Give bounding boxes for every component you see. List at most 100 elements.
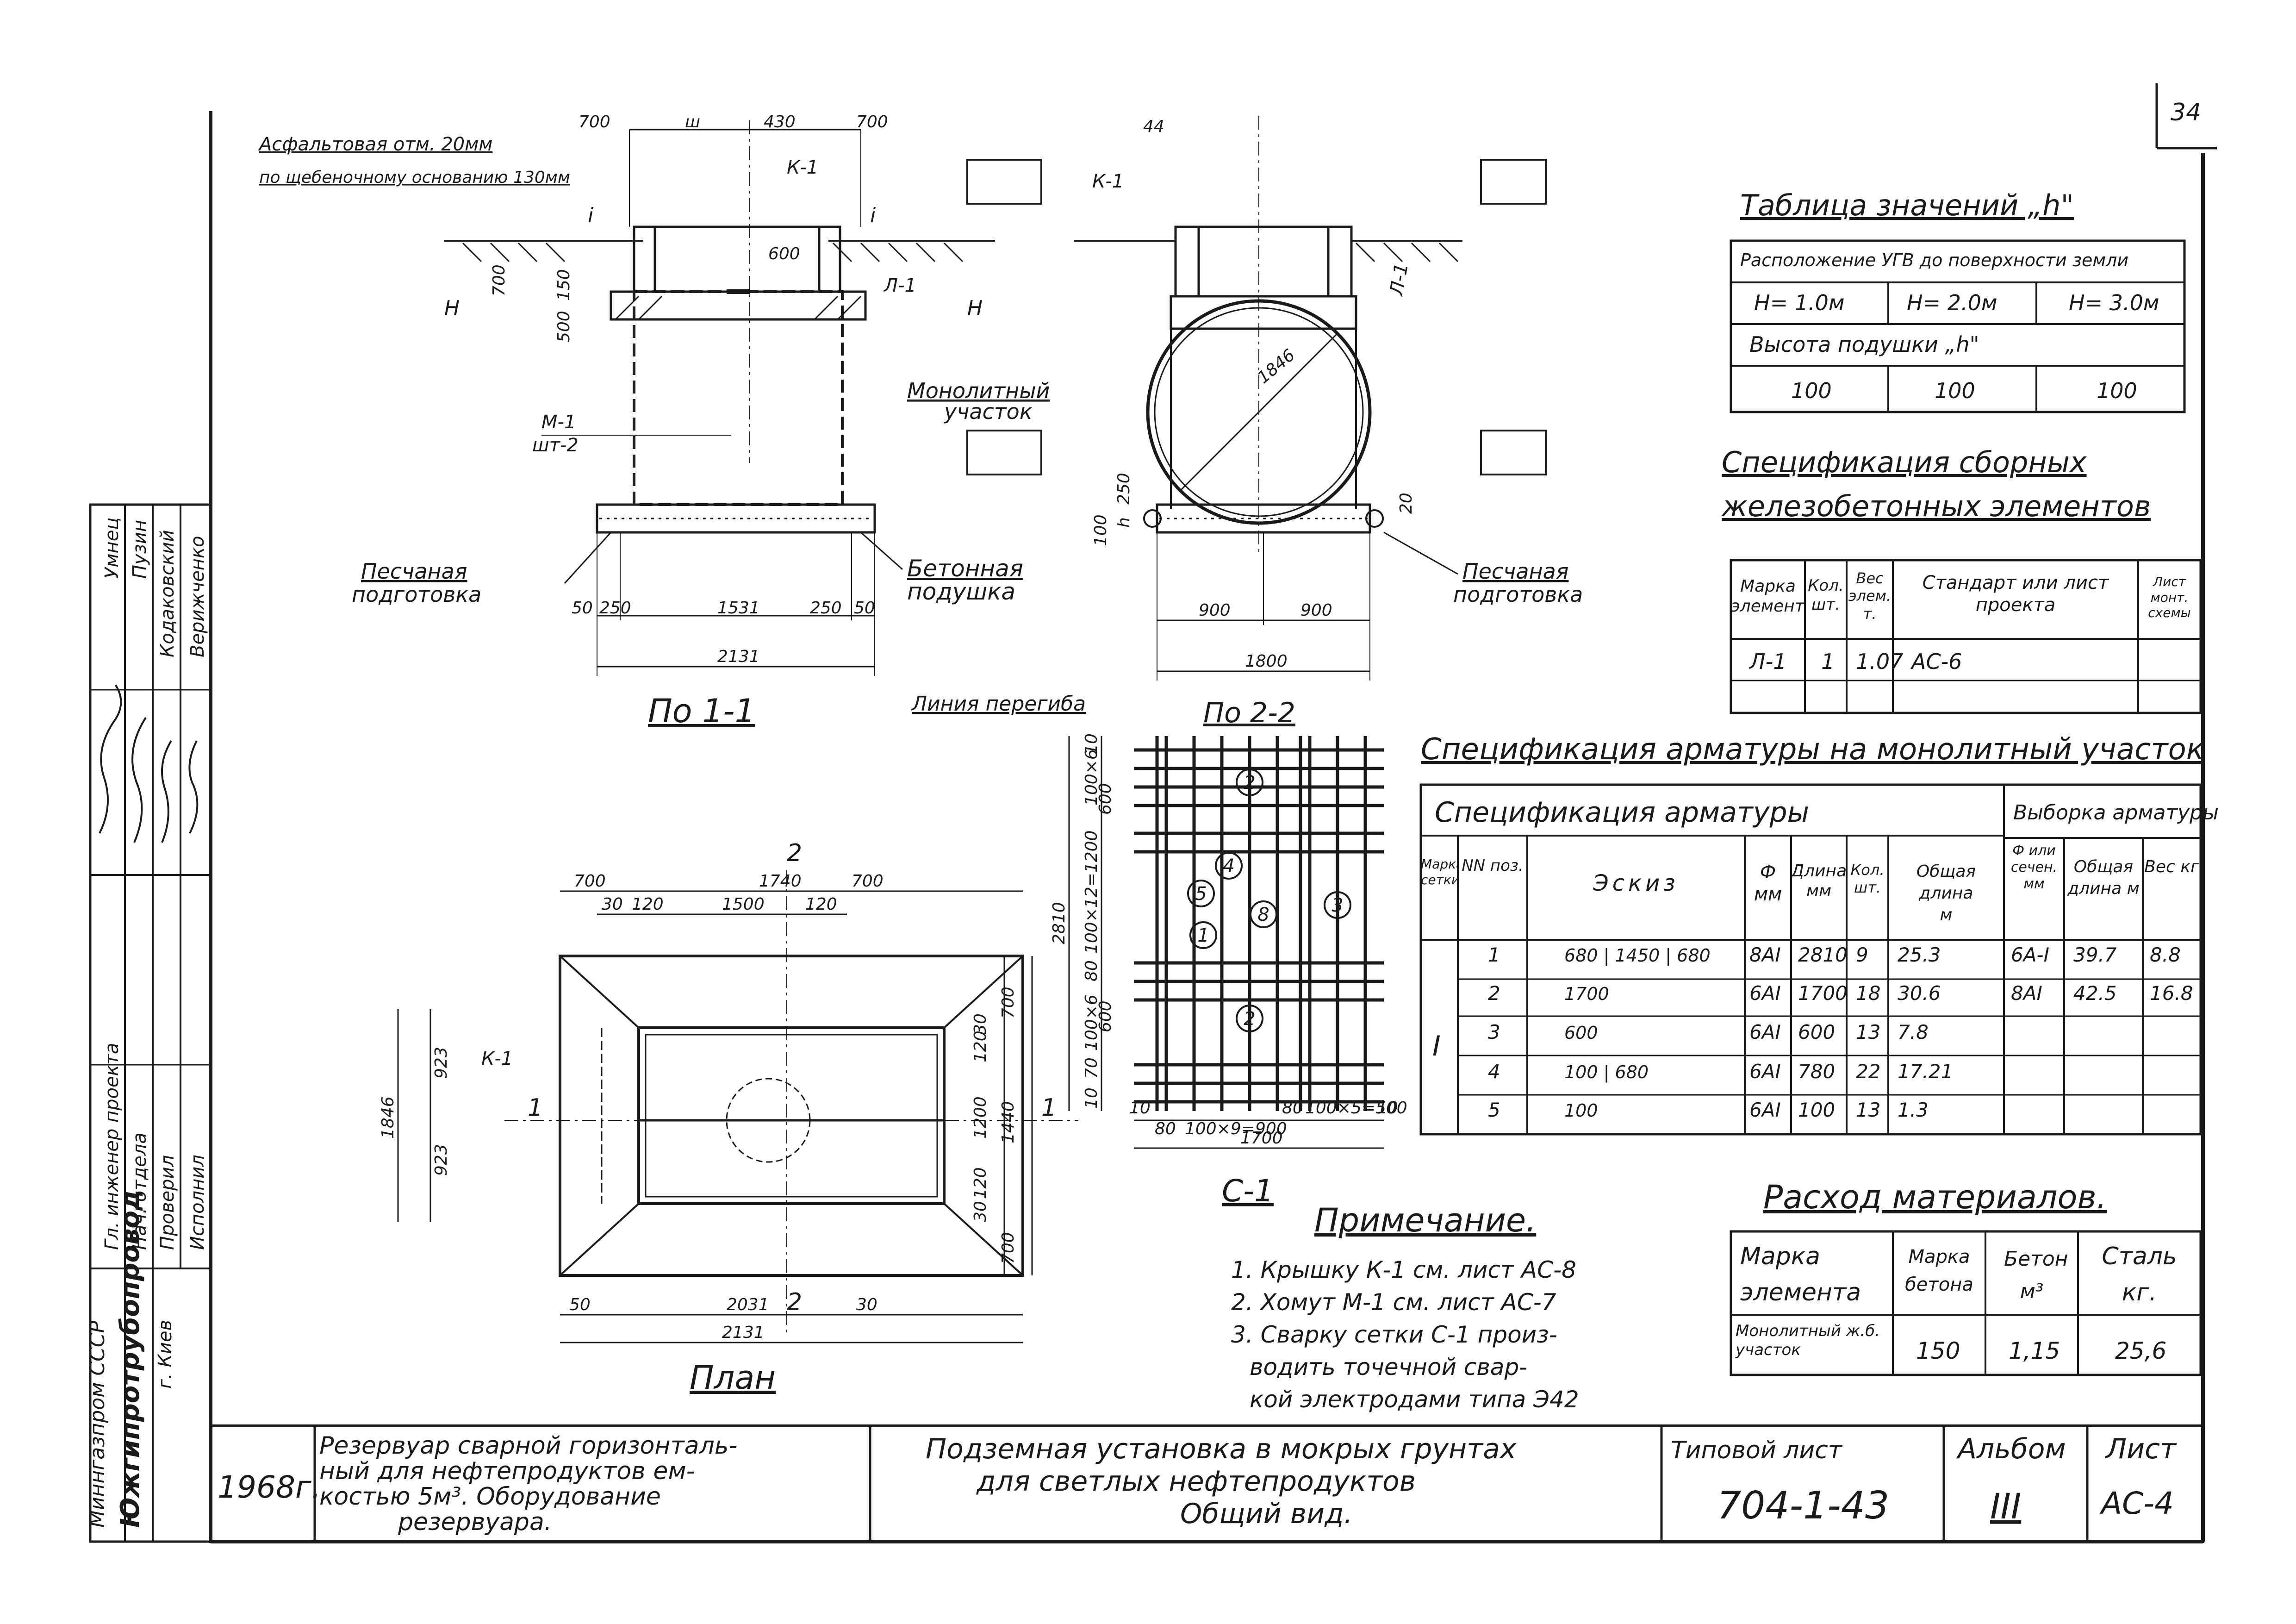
spec-precast-std: АС-6 <box>1910 649 1962 674</box>
spec-rebar-sketch-4: 100 | 680 <box>1564 1062 1649 1083</box>
plan-cut-2-top: 2 <box>787 839 802 867</box>
s11-label-m1: М-1 <box>541 412 576 433</box>
s22-label-sand-1: Песчаная <box>1462 559 1568 584</box>
spec-precast-h1: Марка элемента <box>1731 577 1805 616</box>
spec-rebar-pos-1: 1 <box>1488 943 1500 966</box>
s11-label-h-right: Н <box>967 296 983 320</box>
title-object-3: костью 5м³. Оборудование <box>319 1483 661 1511</box>
s11-label-concrete-1: Бетонная <box>907 555 1023 582</box>
materials-h2: Марка бетона <box>1905 1246 1973 1295</box>
plan-cut-2-bottom: 2 <box>787 1288 802 1316</box>
spec-rebar-qty-5: 13 <box>1856 1099 1880 1121</box>
plan-cut-1-right: 1 <box>1041 1094 1057 1122</box>
table-h-sub: Высота подушки „h" <box>1749 332 1979 357</box>
spec-rebar-qty-1: 9 <box>1856 943 1868 966</box>
stamp-role-2: Нач. отдела <box>129 1132 150 1250</box>
spec-rebar-sel-len-2: 42.5 <box>2073 982 2117 1005</box>
spec-rebar-group-1: Спецификация арматуры <box>1435 796 1809 829</box>
stamp-role-3: Проверил <box>157 1155 178 1250</box>
title-standard-label: Типовой лист <box>1671 1437 1843 1464</box>
spec-rebar-h-len: Длина мм <box>1791 862 1847 901</box>
spec-rebar-h-mark: Марка сетки <box>1421 856 1458 887</box>
spec-rebar-len-5: 100 <box>1798 1099 1835 1121</box>
spec-rebar-h-qty: Кол. шт. <box>1850 861 1885 897</box>
spec-rebar-d-4: 6АI <box>1749 1060 1781 1083</box>
mesh-bend-line: Линия перегиба <box>911 692 1086 716</box>
title-object-4: резервуара. <box>398 1508 552 1536</box>
plan-view: 2 2 1 1 К-1 700 1740 700 30 120 1500 120… <box>379 839 1078 1397</box>
table-h-val-2: 100 <box>1935 378 1975 403</box>
spec-rebar-total-2: 30.6 <box>1898 982 1941 1005</box>
spec-precast-qty: 1 <box>1821 649 1835 674</box>
spec-rebar-h-pos: NN поз. <box>1462 856 1524 875</box>
materials-row-grade: 150 <box>1916 1337 1960 1364</box>
s22-dim-side-2: 100 <box>1091 514 1110 546</box>
table-h-val-3: 100 <box>2097 378 2137 403</box>
materials: Расход материалов. Марка элемента Марка … <box>1730 1178 2202 1376</box>
spec-rebar-d-2: 6АI <box>1749 982 1781 1005</box>
title-sheet: АС-4 <box>2099 1486 2174 1521</box>
spec-rebar-d-1: 8АI <box>1749 943 1781 966</box>
mesh-callout-4: 8 <box>1257 904 1269 925</box>
materials-h4: Сталь кг. <box>2102 1243 2177 1306</box>
spec-rebar-qty-2: 18 <box>1856 982 1880 1005</box>
notes-line-3: 3. Сварку сетки С-1 произ- <box>1231 1321 1557 1348</box>
mesh-dim-bot-5: 100×5=500 <box>1305 1099 1407 1118</box>
stamp-role-1: Гл. инженер проекта <box>101 1043 123 1250</box>
spec-rebar-sketch-2: 1700 <box>1564 984 1609 1004</box>
s11-label-monolith-1: Монолитный <box>907 378 1050 403</box>
plan-dim-bot-total: 2131 <box>722 1323 765 1342</box>
materials-row-concrete: 1,15 <box>2009 1337 2060 1364</box>
title-drawing-1: Подземная установка в мокрых грунтах <box>926 1433 1517 1465</box>
mesh-dim-bot-6: 10 <box>1377 1099 1398 1118</box>
s11-dim-side-1: 700 <box>490 264 509 296</box>
s11-label-k1: К-1 <box>787 157 818 178</box>
plan-dim-top-3: 700 <box>852 872 884 891</box>
stamp-name-4: Верижченко <box>187 536 208 658</box>
spec-precast-weight: 1.07 <box>1856 649 1903 674</box>
s11-label-m1-qty: шт-2 <box>532 435 579 456</box>
stamp-name-2: Пузин <box>129 520 150 579</box>
plan-dim-top-2: 1740 <box>759 872 802 891</box>
spec-rebar-pos-2: 2 <box>1488 982 1500 1005</box>
materials-title: Расход материалов. <box>1763 1178 2107 1216</box>
spec-rebar-d-5: 6АI <box>1749 1099 1781 1121</box>
spec-rebar-sel-d-1: 6А-I <box>2011 943 2049 966</box>
s22-dim-side-4: 20 <box>1397 493 1416 514</box>
mesh-dim-height: 2810 <box>1050 902 1069 944</box>
spec-rebar-total-1: 25.3 <box>1898 943 1941 966</box>
stamp-name-1: Умнец <box>101 517 123 579</box>
title-object-1: Резервуар сварной горизонталь- <box>319 1432 737 1460</box>
spec-rebar-h-wt: Вес кг <box>2144 857 2199 876</box>
s11-dim-top-2: ш <box>685 112 700 131</box>
mesh-dim-left-8: 600 <box>1096 1000 1115 1032</box>
spec-precast-mark: Л-1 <box>1748 649 1786 674</box>
section-2-2: 1846 900 900 1800 44 250 100 h 20 К-1 Л-… <box>966 116 1583 681</box>
s11-title: По 1-1 <box>648 692 755 730</box>
mesh-title-top: По 2-2 <box>1203 697 1295 729</box>
spec-precast: Спецификация сборных железобетонных элем… <box>1721 445 2202 714</box>
title-block: 1968г. Резервуар сварной горизонталь- ны… <box>209 1424 2204 1543</box>
spec-rebar-h-sel-len: Общая длина м <box>2067 857 2140 898</box>
s11-label-monolith-2: участок <box>943 399 1033 424</box>
materials-row-steel: 25,6 <box>2115 1337 2166 1364</box>
stamp-org-2: Южгипротрубопровод <box>115 1190 145 1528</box>
spec-rebar-len-3: 600 <box>1798 1021 1835 1043</box>
s11-label-sand-2: подготовка <box>352 582 481 607</box>
mesh-dim-left-7: 100×6 <box>1082 994 1101 1051</box>
plan-dim-bot-2: 2031 <box>727 1295 769 1314</box>
plan-dim-inner-4: 120 <box>805 895 837 914</box>
notes: Примечание. 1. Крышку К-1 см. лист АС-8 … <box>1231 1201 1579 1413</box>
s22-dim-side-1: 250 <box>1114 473 1133 505</box>
plan-dim-right-total: 1440 <box>999 1101 1018 1143</box>
mesh-dim-left-4: 100×12=1200 <box>1082 831 1101 954</box>
s11-label-i-right: i <box>870 204 876 227</box>
plan-dim-left-1: 923 <box>432 1047 451 1079</box>
plan-dim-right-6: 30 <box>971 1201 990 1222</box>
s22-dim-side-3: h <box>1114 517 1133 528</box>
section-1-1: 700 ш 430 700 700 150 500 600 50 250 153… <box>258 112 1050 730</box>
spec-rebar-total-5: 1.3 <box>1898 1099 1929 1121</box>
plan-dim-inner-3: 1500 <box>722 895 765 914</box>
spec-precast-h3: Вес элем. т. <box>1848 569 1891 623</box>
spec-rebar-total-3: 7.8 <box>1898 1021 1929 1043</box>
